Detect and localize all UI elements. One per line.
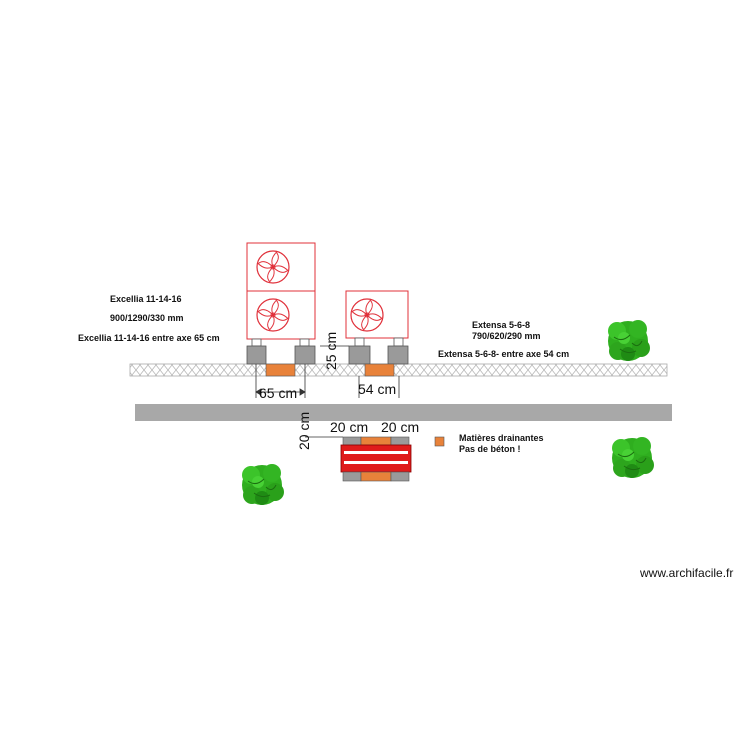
excellia-unit-bottom	[246, 290, 316, 340]
excellia-drainage	[265, 363, 296, 377]
extensa-support-left	[348, 345, 371, 365]
legend-line-2: Pas de béton !	[459, 444, 521, 454]
extensa-foot-right	[393, 337, 404, 347]
dimension-lines	[255, 345, 400, 438]
dimension-axis-65: 65 cm	[259, 385, 297, 401]
dimension-gap-20-vertical: 20 cm	[296, 412, 312, 450]
dimension-axis-54: 54 cm	[358, 381, 396, 397]
extensa-model-label: Extensa 5-6-8	[472, 320, 530, 330]
tree-icon	[611, 436, 655, 479]
excellia-model-label: Excellia 11-14-16	[110, 294, 182, 304]
wall-strip	[135, 404, 672, 421]
legend-swatch	[434, 436, 445, 447]
excellia-unit-top	[246, 242, 316, 292]
extensa-drainage	[364, 363, 395, 377]
extensa-foot-left	[354, 337, 365, 347]
dimension-height-25: 25 cm	[323, 332, 339, 370]
extensa-axis-label: Extensa 5-6-8- entre axe 54 cm	[438, 349, 569, 359]
extensa-support-right	[387, 345, 409, 365]
extensa-dims-label: 790/620/290 mm	[472, 331, 541, 341]
ground-strip	[129, 363, 668, 377]
dimension-gap-20-left: 20 cm	[330, 419, 368, 435]
tree-icon	[607, 319, 651, 362]
excellia-support-right	[294, 345, 316, 365]
excellia-dims-label: 900/1290/330 mm	[110, 313, 184, 323]
excellia-foot-right	[299, 338, 310, 347]
excellia-foot-left	[251, 338, 262, 347]
dimension-gap-20-right: 20 cm	[381, 419, 419, 435]
excellia-axis-label: Excellia 11-14-16 entre axe 65 cm	[78, 333, 220, 343]
excellia-support-left	[246, 345, 267, 365]
watermark[interactable]: www.archifacile.fr	[639, 566, 733, 580]
legend-line-1: Matières drainantes	[459, 433, 544, 443]
extensa-unit	[345, 290, 409, 339]
bench	[340, 436, 412, 482]
tree-icon	[241, 463, 285, 506]
